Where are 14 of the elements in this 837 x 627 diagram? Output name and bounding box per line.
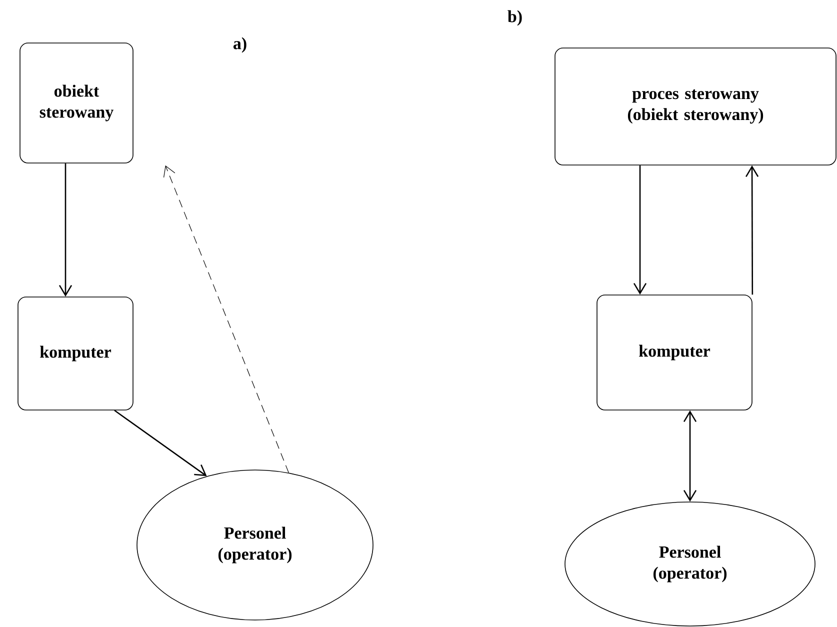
panel-label: a) bbox=[233, 37, 246, 53]
panel-label: b) bbox=[508, 10, 522, 26]
arrow bbox=[114, 410, 207, 476]
arrow bbox=[745, 165, 759, 295]
rounded-box: proces sterowany (obiekt sterowany) bbox=[554, 48, 836, 166]
arrow bbox=[58, 163, 72, 297]
rounded-box: obiekt sterowany bbox=[20, 42, 134, 164]
arrow bbox=[163, 165, 289, 474]
arrow bbox=[633, 165, 647, 295]
ellipse-node: Personel (operator) bbox=[136, 470, 374, 620]
rounded-box: komputer bbox=[596, 294, 752, 410]
rounded-box: komputer bbox=[18, 296, 134, 410]
ellipse-node: Personel (operator) bbox=[564, 502, 816, 626]
arrow bbox=[683, 410, 697, 502]
